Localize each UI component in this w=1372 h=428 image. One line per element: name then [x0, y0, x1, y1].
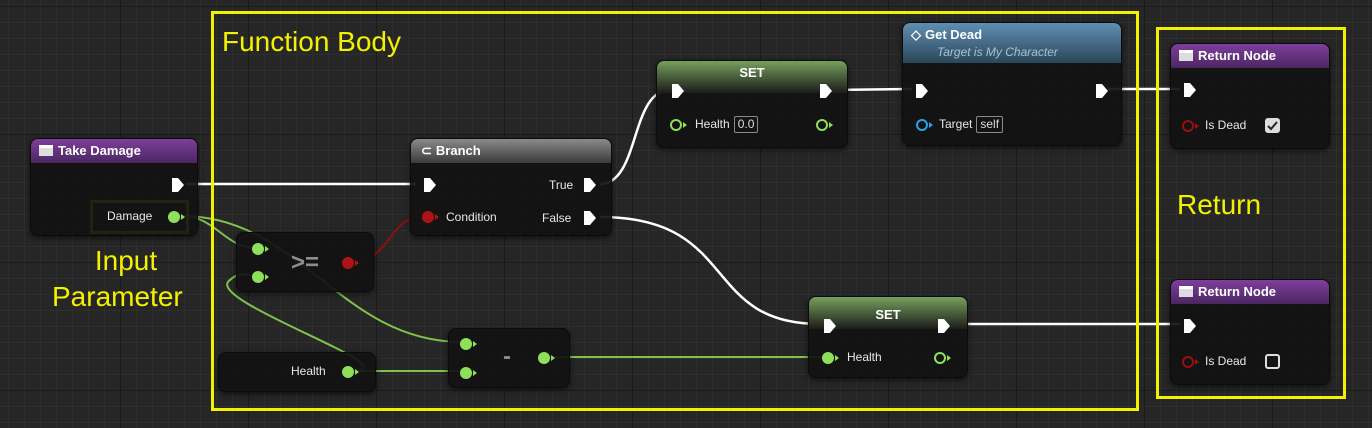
compare-input-a-pin[interactable] [251, 241, 271, 257]
branch-condition-label: Condition [446, 210, 497, 224]
branch-title: Branch [435, 143, 481, 158]
subtract-result-pin[interactable] [537, 350, 557, 366]
set-top-exec-out-pin[interactable] [819, 83, 833, 99]
get-dead-target-text: Target [939, 117, 973, 131]
set-bottom-health-in-pin[interactable] [821, 350, 841, 366]
return-bottom-header: Return Node [1171, 280, 1329, 304]
get-dead-exec-in-pin[interactable] [915, 83, 929, 99]
subtract-input-a-pin[interactable] [459, 336, 479, 352]
target-self-field[interactable]: self [976, 116, 1004, 133]
set-bottom-health-label: Health [847, 350, 882, 364]
return-top-isdead-pin[interactable] [1181, 118, 1201, 134]
set-health-subtract-node[interactable]: SET Health [808, 296, 968, 378]
return-top-exec-in-pin[interactable] [1183, 82, 1197, 98]
branch-node[interactable]: ⊂Branch True Condition False [410, 138, 612, 236]
isdead-checkbox-checked[interactable] [1265, 118, 1280, 133]
health-getter-label: Health [291, 364, 326, 378]
set-bottom-title: SET [875, 307, 901, 322]
compare-input-b-pin[interactable] [251, 269, 271, 285]
health-getter-node[interactable]: Health [218, 352, 376, 392]
exec-out-pin[interactable] [171, 177, 185, 193]
function-body-frame [211, 11, 1139, 411]
return-top-isdead-label: Is Dead [1205, 118, 1247, 132]
set-top-health-in-pin[interactable] [669, 117, 689, 133]
function-icon [1179, 286, 1193, 297]
subtract-node[interactable]: - [448, 328, 570, 388]
set-top-var: Health [695, 117, 730, 131]
subtract-operator: - [503, 343, 511, 370]
subtract-input-b-pin[interactable] [459, 365, 479, 381]
return-bottom-isdead-label: Is Dead [1205, 354, 1247, 368]
damage-float-pin[interactable] [167, 209, 187, 225]
get-dead-subtitle: Target is My Character [937, 45, 1058, 59]
return-label: Return [1177, 189, 1262, 220]
branch-false-label: False [542, 211, 572, 225]
function-diamond-icon: ◇ [911, 27, 921, 42]
checkmark-icon [1267, 121, 1278, 131]
input-parameter-label-line2: Parameter [52, 281, 183, 312]
take-damage-header: Take Damage [31, 139, 197, 163]
return-top-title: Return Node [1198, 48, 1276, 63]
set-top-exec-in-pin[interactable] [671, 83, 685, 99]
set-bottom-exec-in-pin[interactable] [823, 318, 837, 334]
branch-header: ⊂Branch [411, 139, 611, 163]
return-bottom-isdead-pin[interactable] [1181, 354, 1201, 370]
compare-operator: >= [291, 249, 320, 276]
damage-pin-label: Damage [107, 209, 153, 223]
take-damage-entry-node[interactable]: Take Damage Damage [30, 138, 198, 236]
branch-condition-pin[interactable] [421, 209, 441, 225]
branch-false-pin[interactable] [583, 210, 597, 226]
set-top-header: SET [657, 61, 847, 93]
get-dead-target-pin[interactable] [915, 117, 935, 133]
set-top-title: SET [739, 65, 765, 80]
get-dead-exec-out-pin[interactable] [1095, 83, 1109, 99]
get-dead-header: ◇ Get Dead Target is My Character [903, 23, 1121, 63]
branch-true-label: True [549, 178, 574, 192]
health-getter-pin[interactable] [341, 364, 361, 380]
return-frame [1156, 27, 1346, 399]
branch-exec-in-pin[interactable] [423, 177, 437, 193]
set-bottom-health-out-pin[interactable] [933, 350, 953, 366]
take-damage-title: Take Damage [58, 143, 141, 158]
return-node-false[interactable]: Return Node Is Dead [1170, 279, 1330, 385]
exec-wire [599, 215, 821, 326]
set-top-health-out-pin[interactable] [815, 117, 835, 133]
compare-result-pin[interactable] [341, 255, 361, 271]
return-node-true[interactable]: Return Node Is Dead [1170, 43, 1330, 149]
function-icon [1179, 50, 1193, 61]
health-value-field[interactable]: 0.0 [733, 116, 759, 133]
function-icon [39, 145, 53, 156]
return-top-header: Return Node [1171, 44, 1329, 68]
return-bottom-exec-in-pin[interactable] [1183, 318, 1197, 334]
greater-equal-node[interactable]: >= [236, 232, 374, 292]
get-dead-title: Get Dead [925, 27, 983, 42]
return-bottom-title: Return Node [1198, 284, 1276, 299]
function-body-label: Function Body [222, 26, 401, 57]
set-bottom-exec-out-pin[interactable] [937, 318, 951, 334]
isdead-checkbox-unchecked[interactable] [1265, 354, 1280, 369]
input-parameter-label-line1: Input [94, 245, 158, 276]
branch-icon: ⊂ [421, 143, 432, 158]
branch-true-pin[interactable] [583, 177, 597, 193]
